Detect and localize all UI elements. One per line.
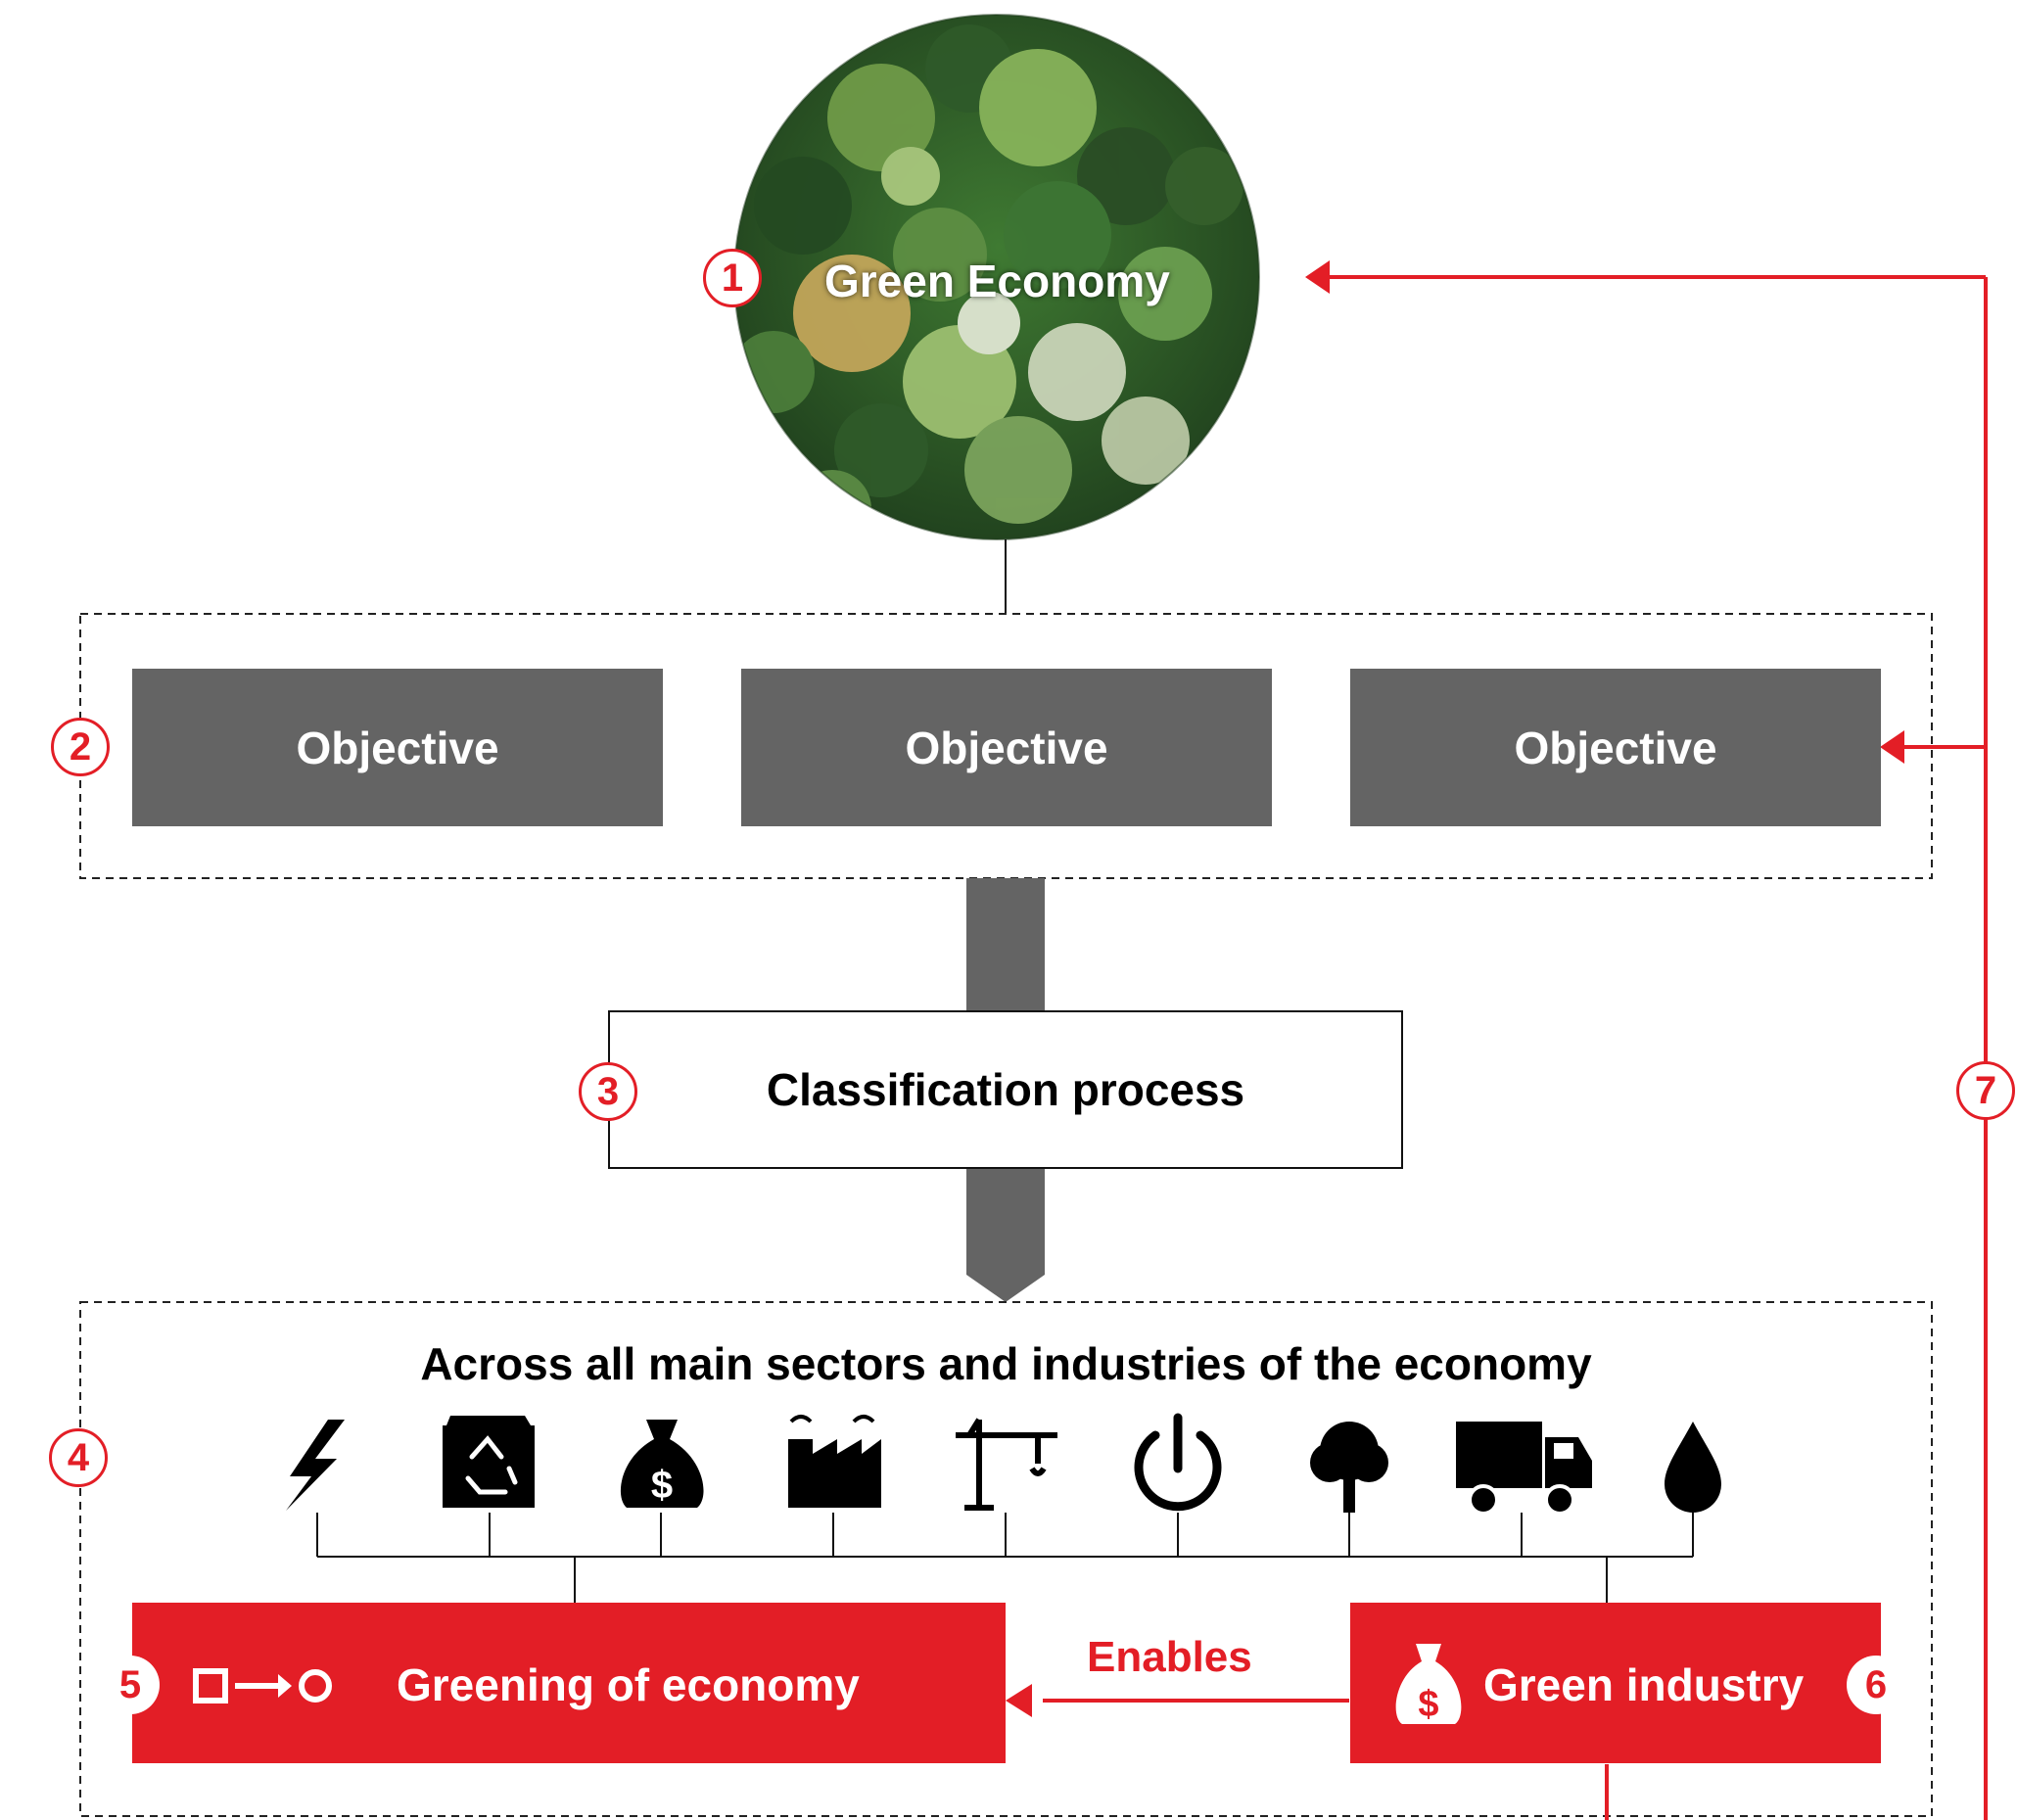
badge-2: 2 (51, 718, 110, 776)
badge-5: 5 (101, 1656, 160, 1714)
classification-box (608, 1010, 1403, 1169)
svg-text:$: $ (1418, 1684, 1438, 1725)
green-economy-title: Green Economy (824, 256, 1170, 306)
badge-3: 3 (579, 1062, 637, 1121)
badge-6: 6 (1847, 1656, 1905, 1714)
water-drop-icon (1665, 1422, 1721, 1513)
crane-icon (956, 1418, 1057, 1511)
feedback-loop (1043, 275, 1988, 1820)
sector-connectors (316, 1513, 1694, 1603)
arrowhead-to-objective (1880, 730, 1904, 764)
badge-1: 1 (703, 249, 762, 307)
factory-icon (788, 1415, 881, 1508)
lightning-icon (286, 1420, 345, 1511)
recycle-bin-icon (443, 1416, 535, 1508)
badge-7: 7 (1956, 1061, 2015, 1120)
square-arrow-circle-icon (193, 1668, 332, 1703)
arrowhead-to-green-economy (1305, 260, 1330, 294)
objective-box-2: Objective (741, 669, 1272, 826)
arrowhead-enables (1006, 1684, 1032, 1717)
objective-box-3: Objective (1350, 669, 1881, 826)
truck-icon (1456, 1422, 1592, 1516)
power-icon (1134, 1413, 1222, 1512)
money-bag-icon: $ (620, 1420, 704, 1508)
badge-4: 4 (49, 1428, 108, 1487)
enables-label: Enables (1087, 1633, 1252, 1681)
sectors-container (79, 1301, 1933, 1817)
tree-icon (1310, 1422, 1388, 1513)
classification-process-title: Classification process (766, 1064, 1245, 1115)
green-industry-title: Green industry (1483, 1659, 1805, 1710)
greening-of-economy-title: Greening of economy (397, 1659, 860, 1710)
money-bag-icon: $ (1395, 1644, 1462, 1725)
svg-text:$: $ (651, 1464, 673, 1507)
green-economy-image (734, 15, 1259, 539)
flow-arrow (966, 878, 1045, 1302)
sectors-title: Across all main sectors and industries o… (420, 1338, 1592, 1389)
objective-box-1: Objective (132, 669, 663, 826)
